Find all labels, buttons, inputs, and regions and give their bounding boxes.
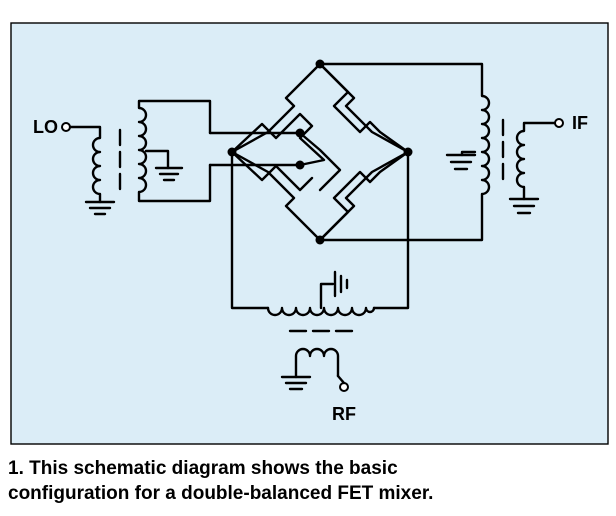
rf-transformer: RF xyxy=(230,150,410,424)
rf-label: RF xyxy=(332,404,356,424)
diagram-panel xyxy=(10,22,609,445)
lo-primary-ground-icon xyxy=(84,200,116,216)
rf-terminal xyxy=(339,382,349,392)
if-secondary-ground-icon xyxy=(508,197,540,215)
if-centertap-ground-icon xyxy=(445,153,477,171)
lo-label: LO xyxy=(33,117,58,137)
caption-line-1: 1. This schematic diagram shows the basi… xyxy=(8,458,398,479)
node-inner-lower xyxy=(295,160,305,170)
if-transformer: IF xyxy=(318,62,588,242)
rf-centertap-ground-icon xyxy=(333,270,349,298)
figure-caption: 1. This schematic diagram shows the basi… xyxy=(8,456,608,506)
fet-ring xyxy=(227,59,413,245)
rf-secondary-ground-icon xyxy=(280,375,312,391)
if-terminal xyxy=(554,118,564,128)
if-label: IF xyxy=(572,113,588,133)
node-inner-upper xyxy=(295,128,305,138)
lo-centertap-ground-icon xyxy=(154,166,184,182)
caption-line-2: configuration for a double-balanced FET … xyxy=(8,483,434,504)
